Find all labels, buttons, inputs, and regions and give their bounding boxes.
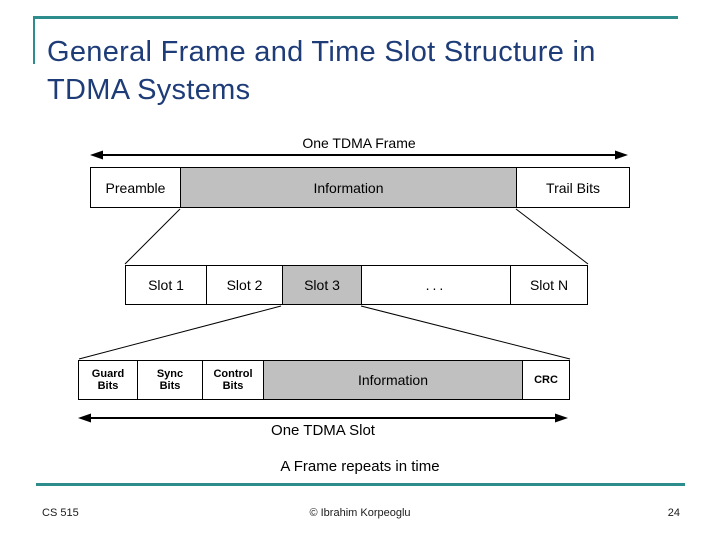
box-information: Information	[181, 168, 517, 207]
box-slot-ellipsis: ...	[362, 266, 511, 304]
accent-left-line	[33, 16, 35, 64]
box-slot-3: Slot 3	[283, 266, 362, 304]
footer-course: CS 515	[42, 507, 79, 519]
page-title: General Frame and Time Slot Structure in…	[47, 36, 596, 106]
slot-information-label: Information	[357, 372, 429, 388]
expansion-line-right-1	[515, 208, 589, 265]
sync-line1: Sync	[156, 368, 184, 380]
expansion-line-left-2	[78, 305, 282, 360]
footer-page-number: 24	[667, 507, 680, 519]
box-information-label: Information	[313, 179, 384, 196]
box-crc: CRC	[523, 361, 569, 399]
box-guard-bits: Guard Bits	[79, 361, 138, 399]
slot-row: Slot 1 Slot 2 Slot 3 ... Slot N	[125, 265, 588, 305]
accent-top-line	[33, 16, 678, 19]
box-slot-1: Slot 1	[126, 266, 207, 304]
control-line1: Control	[213, 368, 253, 380]
box-trail-bits: Trail Bits	[517, 168, 629, 207]
box-sync-bits: Sync Bits	[138, 361, 203, 399]
crc-label: CRC	[534, 374, 558, 386]
box-slot-3-label: Slot 3	[304, 277, 340, 293]
box-slot-2: Slot 2	[207, 266, 283, 304]
frame-span-arrow	[90, 150, 628, 160]
frame-repeats-caption: A Frame repeats in time	[280, 458, 440, 475]
footer-divider	[36, 483, 685, 486]
tdma-slot-label: One TDMA Slot	[271, 422, 375, 439]
control-line2: Bits	[222, 380, 244, 392]
tdma-frame-label: One TDMA Frame	[302, 135, 416, 151]
box-slot-n: Slot N	[511, 266, 587, 304]
sync-line2: Bits	[159, 380, 181, 392]
box-trail-bits-label: Trail Bits	[546, 179, 600, 196]
expansion-line-left-1	[124, 208, 181, 265]
box-preamble-label: Preamble	[105, 179, 166, 196]
guard-line2: Bits	[97, 380, 119, 392]
ellipsis-label: ...	[425, 277, 447, 293]
frame-row: Preamble Information Trail Bits	[90, 167, 630, 208]
expansion-line-right-2	[360, 305, 571, 360]
guard-line1: Guard	[91, 368, 125, 380]
box-slot-information: Information	[264, 361, 523, 399]
box-preamble: Preamble	[91, 168, 181, 207]
box-slot-2-label: Slot 2	[226, 277, 263, 293]
box-control-bits: Control Bits	[203, 361, 264, 399]
slot-detail-row: Guard Bits Sync Bits Control Bits Inform…	[78, 360, 570, 400]
box-slot-n-label: Slot N	[529, 277, 569, 293]
footer-credit: © Ibrahim Korpeoglu	[309, 507, 411, 519]
box-slot-1-label: Slot 1	[148, 277, 184, 293]
